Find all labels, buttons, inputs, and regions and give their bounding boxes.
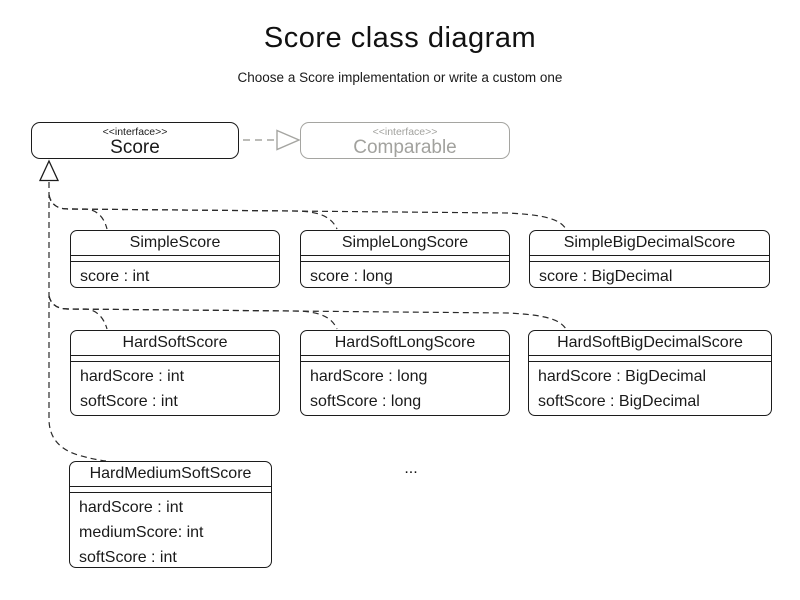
class-fields: score : long	[301, 262, 509, 287]
class-title: HardMediumSoftScore	[70, 462, 271, 487]
class-box-hardsoftlongscore: HardSoftLongScore hardScore : long softS…	[300, 330, 510, 416]
class-title: HardSoftBigDecimalScore	[529, 331, 771, 356]
class-title: SimpleBigDecimalScore	[530, 231, 769, 256]
class-box-hardsoftscore: HardSoftScore hardScore : int softScore …	[70, 330, 280, 416]
realization-line-hardmediumsoftscore	[48, 182, 107, 462]
class-fields: score : int	[71, 262, 279, 287]
class-box-hardsoftbigdecimalscore: HardSoftBigDecimalScore hardScore : BigD…	[528, 330, 772, 416]
class-field: softScore : int	[80, 393, 178, 410]
class-field: mediumScore: int	[79, 524, 204, 541]
stereotype-label: <<interface>>	[102, 126, 168, 138]
realization-line-hardsoftbigdecimalscore	[48, 295, 567, 330]
class-title: HardSoftScore	[71, 331, 279, 356]
class-box-simplescore: SimpleScore score : int	[70, 230, 280, 288]
class-field: score : int	[80, 268, 150, 285]
class-fields: hardScore : long softScore : long	[301, 362, 509, 414]
page-subtitle: Choose a Score implementation or write a…	[237, 70, 563, 85]
realization-line-hardsoftscore	[48, 295, 108, 330]
class-field: hardScore : int	[80, 368, 185, 385]
realization-line-hardsoftlongscore	[48, 295, 338, 330]
class-field: hardScore : long	[310, 368, 428, 385]
class-fields: hardScore : BigDecimal softScore : BigDe…	[529, 362, 771, 414]
compartment-separator	[71, 356, 279, 362]
stereotype-label: <<interface>>	[372, 126, 438, 138]
class-field: softScore : long	[310, 393, 422, 410]
realization-arrowhead-icon	[276, 129, 301, 151]
more-implementations-ellipsis: ...	[404, 460, 418, 477]
compartment-separator	[530, 256, 769, 262]
class-box-simplelongscore: SimpleLongScore score : long	[300, 230, 510, 288]
class-fields: hardScore : int softScore : int	[71, 362, 279, 414]
compartment-separator	[70, 487, 271, 493]
class-title: HardSoftLongScore	[301, 331, 509, 356]
class-field: hardScore : int	[79, 499, 184, 516]
inheritance-arrowhead-icon	[38, 159, 60, 182]
compartment-separator	[71, 256, 279, 262]
class-box-hardmediumsoftscore: HardMediumSoftScore hardScore : int medi…	[69, 461, 272, 568]
class-field: hardScore : BigDecimal	[538, 368, 707, 385]
interface-name: Score	[110, 137, 160, 158]
interface-box-score: <<interface>> Score	[31, 122, 239, 159]
class-title: SimpleLongScore	[301, 231, 509, 256]
realization-line-simplebigdecimalscore	[48, 194, 567, 230]
class-title: SimpleScore	[71, 231, 279, 256]
interface-name: Comparable	[353, 137, 457, 158]
compartment-separator	[529, 356, 771, 362]
realization-line-simplelongscore	[48, 194, 338, 230]
class-box-simplebigdecimalscore: SimpleBigDecimalScore score : BigDecimal	[529, 230, 770, 288]
class-field: softScore : int	[79, 549, 177, 566]
compartment-separator	[301, 356, 509, 362]
realization-line-simplescore	[48, 194, 108, 230]
interface-box-comparable: <<interface>> Comparable	[300, 122, 510, 159]
class-field: score : BigDecimal	[539, 268, 673, 285]
class-field: score : long	[310, 268, 393, 285]
page-title: Score class diagram	[263, 22, 537, 54]
compartment-separator	[301, 256, 509, 262]
class-fields: hardScore : int mediumScore: int softSco…	[70, 493, 271, 567]
class-fields: score : BigDecimal	[530, 262, 769, 287]
class-field: softScore : BigDecimal	[538, 393, 700, 410]
